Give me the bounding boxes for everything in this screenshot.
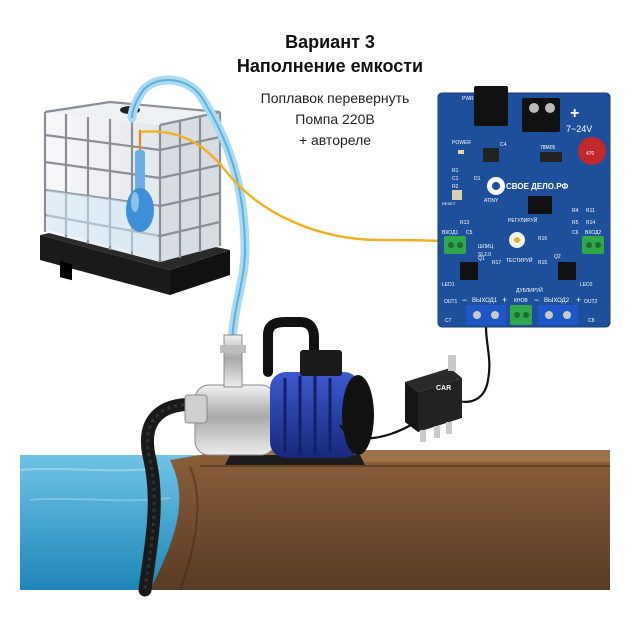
dc-power-jack <box>474 86 508 126</box>
r4-label: R4 <box>572 208 579 214</box>
water-pump <box>184 317 374 465</box>
q2-transistor <box>558 262 576 280</box>
output2-terminal <box>538 305 578 325</box>
pump-power-wire <box>339 419 421 440</box>
brand-logo <box>487 177 505 195</box>
r16-label: R16 <box>538 236 547 242</box>
r5-label: R5 <box>572 220 579 226</box>
duplicate-label: ДУБЛИРУЙ <box>516 286 543 294</box>
c1-label: C1 <box>452 176 459 182</box>
c4-label: C4 <box>500 142 507 148</box>
ibc-tank <box>40 100 230 295</box>
button-terminal <box>510 305 532 325</box>
subtitle-relay-note: + автореле <box>298 132 372 148</box>
subtitle-block: Поплавок перевернуть Помпа 220В + авторе… <box>225 88 445 151</box>
test-label: ТЕСТИРУЙ <box>506 256 533 264</box>
o1-label: OUT1 <box>444 299 458 305</box>
float-sensor <box>126 130 154 232</box>
slot-label: ШЛИЦ <box>478 244 493 250</box>
out1-minus-label: − <box>462 295 467 305</box>
electrolytic-capacitor <box>578 137 606 165</box>
out1-label: ВЫХОД1 <box>472 298 498 304</box>
reset-label: RESET <box>442 201 456 206</box>
out2-label: ВЫХОД2 <box>544 298 570 304</box>
mcu-label: ATINY <box>484 198 499 204</box>
led1-label: LED1 <box>442 282 455 288</box>
output1-terminal <box>466 305 506 325</box>
title-line-variant: Вариант 3 <box>285 32 375 52</box>
q2-label: Q2 <box>554 254 561 260</box>
o2-label: OUT2 <box>584 299 598 305</box>
brand-label: СВОЕ ДЕЛО.РФ <box>506 182 568 191</box>
r2-label: R2 <box>452 184 459 190</box>
adjust-label: РЕГУЛИРУЙ <box>508 216 538 224</box>
title-block: Вариант 3 Наполнение емкости <box>200 30 460 78</box>
r13-label: R13 <box>460 220 469 226</box>
c8-label: C8 <box>588 318 595 324</box>
controller-board: PWR + 7~24V 470 POWER C4 78M05 R1 C1 D1 … <box>437 86 611 328</box>
reset-button <box>452 190 462 200</box>
in2-label: ВХОД2 <box>585 230 601 236</box>
subtitle-float-note: Поплавок перевернуть <box>260 90 410 106</box>
automotive-relay: CAR <box>405 355 462 442</box>
sl-label: SL2.0 <box>478 252 491 258</box>
q1-label: Q1 <box>478 256 485 262</box>
out1-plus-label: + <box>502 295 507 305</box>
led2-label: LED2 <box>580 282 593 288</box>
svg-text:470: 470 <box>586 151 595 157</box>
out2-plus-label: + <box>576 295 581 305</box>
power-label: POWER <box>452 140 471 146</box>
regulator-label: 78M05 <box>540 145 556 151</box>
relay-brand-label: CAR <box>436 385 451 392</box>
c7-label: C7 <box>445 318 452 324</box>
input1-terminal <box>444 236 466 254</box>
title-line-topic: Наполнение емкости <box>236 56 424 76</box>
r11-label: R11 <box>586 208 595 214</box>
r15-label: R15 <box>538 260 547 266</box>
input2-terminal <box>582 236 604 254</box>
power-plus-label: + <box>570 105 579 122</box>
c6-label: C6 <box>572 230 579 236</box>
c5-label: C5 <box>466 230 473 236</box>
r17-label: R17 <box>492 260 501 266</box>
signal-wire <box>139 130 441 243</box>
out2-minus-label: − <box>534 295 539 305</box>
soil-bank <box>150 450 610 591</box>
d1-label: D1 <box>474 176 481 182</box>
relay-output-wire <box>454 326 491 403</box>
power-terminal <box>522 98 560 132</box>
subtitle-pump-note: Помпа 220В <box>295 111 375 127</box>
voltage-label: 7~24V <box>566 124 592 134</box>
mcu-chip <box>528 196 552 214</box>
in1-label: ВХОД1 <box>442 230 458 236</box>
btn-label: КНОВ <box>514 298 528 304</box>
q1-transistor <box>460 262 478 280</box>
pwr-label: PWR <box>462 96 474 102</box>
r1-label: R1 <box>452 168 459 174</box>
r14-label: R14 <box>586 220 595 226</box>
